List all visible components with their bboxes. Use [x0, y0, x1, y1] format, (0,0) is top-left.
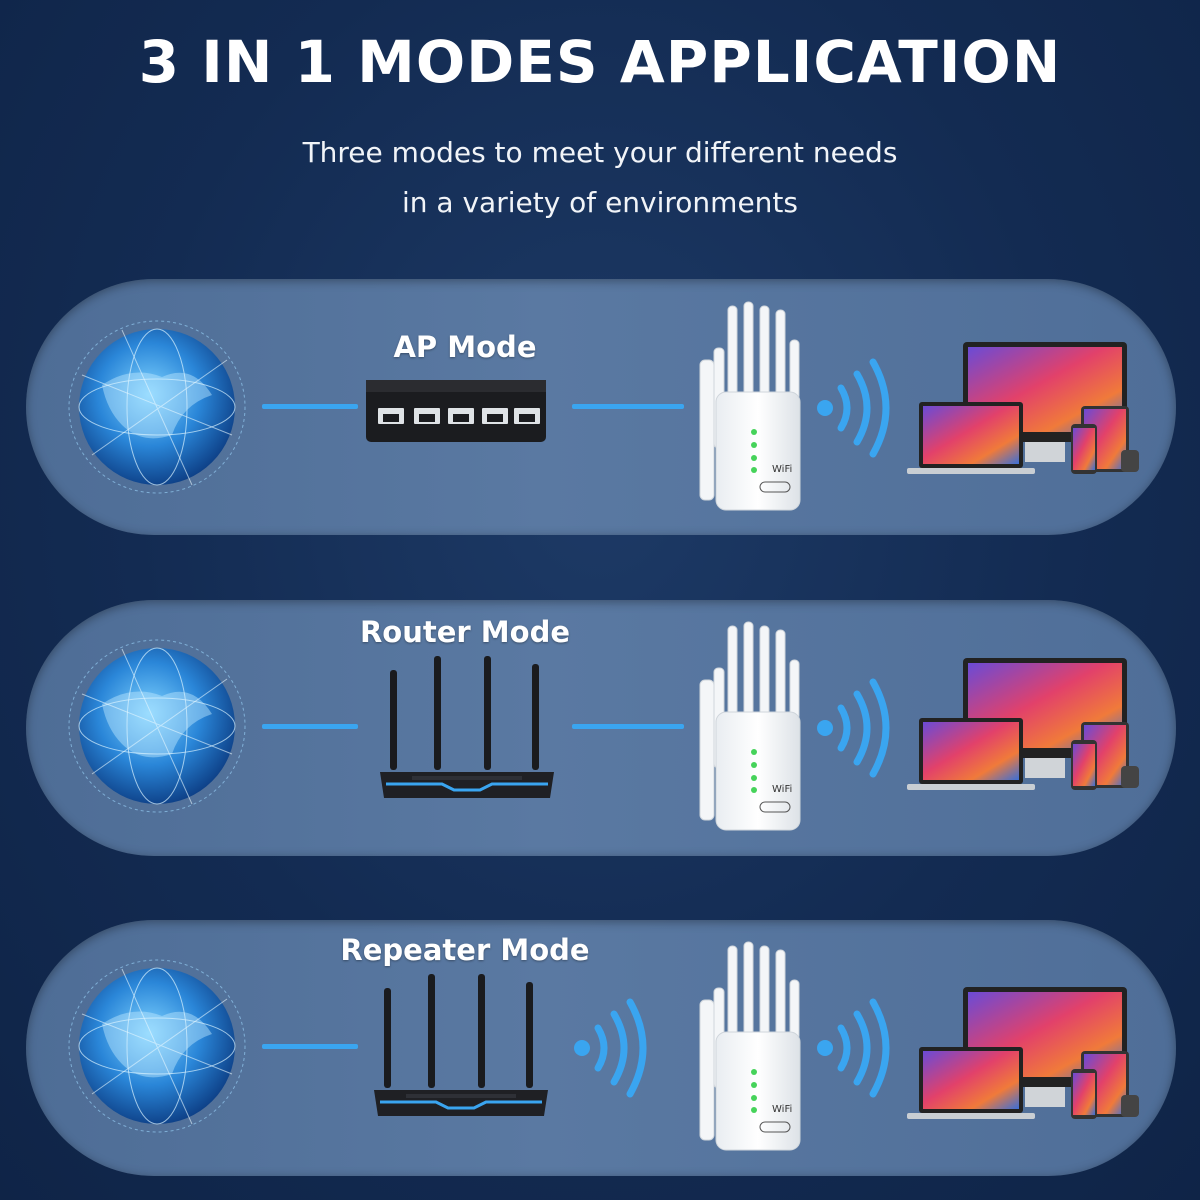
- ethernet-switch-icon: [366, 380, 546, 442]
- ap-cable-link-1: [262, 404, 358, 409]
- svg-text:WiFi: WiFi: [772, 784, 792, 795]
- wifi-signal-icon: [817, 998, 890, 1098]
- svg-text:WiFi: WiFi: [772, 1104, 792, 1115]
- ap-cable-link-2: [572, 404, 684, 409]
- wifi-repeater-icon: WiFi: [699, 301, 801, 511]
- router-icon: [374, 974, 548, 1116]
- page-title: 3 IN 1 MODES APPLICATION: [138, 28, 1062, 96]
- svg-text:WiFi: WiFi: [772, 464, 792, 475]
- wifi-repeater-icon: WiFi: [699, 621, 801, 831]
- client-devices-icon: [907, 342, 1139, 474]
- router-icon: [380, 656, 554, 798]
- wifi-repeater-icon: WiFi: [699, 941, 801, 1151]
- router-mode-label: Router Mode: [359, 615, 571, 649]
- router-cable-link-1: [262, 724, 358, 729]
- wifi-signal-icon: [817, 678, 890, 778]
- subtitle-line-1: Three modes to meet your different needs: [302, 136, 898, 169]
- client-devices-icon: [907, 658, 1139, 790]
- repeater-cable-link: [262, 1044, 358, 1049]
- repeater-mode-label: Repeater Mode: [340, 933, 590, 967]
- wifi-signal-icon: [574, 998, 647, 1098]
- wifi-signal-icon: [817, 358, 890, 458]
- ap-mode-label: AP Mode: [393, 330, 537, 364]
- router-cable-link-2: [572, 724, 684, 729]
- internet-globe-icon: [68, 320, 246, 494]
- internet-globe-icon: [68, 959, 246, 1133]
- internet-globe-icon: [68, 639, 246, 813]
- subtitle-line-2: in a variety of environments: [402, 186, 798, 219]
- client-devices-icon: [907, 987, 1139, 1119]
